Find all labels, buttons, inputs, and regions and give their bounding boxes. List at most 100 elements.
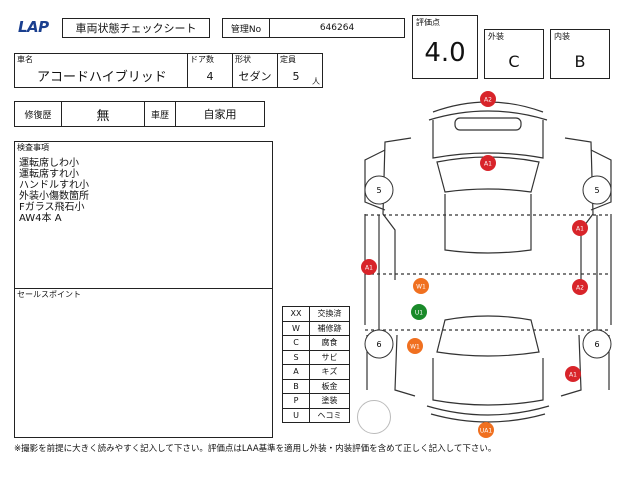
logo-text: LAP <box>18 18 49 36</box>
sheet-title: 車両状態チェックシート <box>62 18 210 38</box>
damage-mark-label: UA1 <box>480 428 492 435</box>
tire-mark: 6 <box>376 340 381 349</box>
damage-mark-label: A1 <box>576 226 584 233</box>
legend-meaning: 交換済 <box>309 306 350 322</box>
tire-front-right <box>582 175 612 205</box>
damage-mark-a2 <box>572 279 588 295</box>
legend-meaning: 補修跡 <box>309 320 350 336</box>
footer-note: ※撮影を前提に大きく読みやすく記入して下さい。評価点はLAA基準を適用し外装・内… <box>14 444 497 454</box>
damage-mark-w1 <box>407 338 423 354</box>
legend-code: C <box>282 335 310 351</box>
exterior-box: 外装 C <box>484 29 544 79</box>
legend-code: B <box>282 378 310 394</box>
legend-meaning: 板金 <box>309 378 350 394</box>
legend-meaning: ヘコミ <box>309 407 350 423</box>
capacity-unit: 人 <box>312 77 320 86</box>
doors-cell: ドア数 4 <box>187 53 233 88</box>
damage-mark-ua1 <box>478 422 494 438</box>
shape-label: 形状 <box>235 55 251 64</box>
inspection-box: 検査事項 運転席しわ小 運転席すれ小 ハンドルすれ小 外装小傷数箇所 Fガラス飛… <box>14 141 273 289</box>
capacity-label: 定員 <box>280 55 296 64</box>
damage-mark-w1 <box>413 278 429 294</box>
damage-mark-a1 <box>565 366 581 382</box>
damage-mark-a2 <box>480 91 496 107</box>
sales-point-label: セールスポイント <box>17 290 81 299</box>
inspection-label: 検査事項 <box>17 143 49 152</box>
legend-meaning: 腐食 <box>309 335 350 351</box>
inspection-line: Fガラス飛石小 <box>19 202 85 213</box>
inspection-list: 運転席しわ小 運転席すれ小 ハンドルすれ小 外装小傷数箇所 Fガラス飛石小 AW… <box>19 158 89 224</box>
sales-point-box: セールスポイント <box>14 288 273 438</box>
doors-value: 4 <box>206 69 214 83</box>
interior-value: B <box>574 51 586 71</box>
tire-front-left <box>364 175 394 205</box>
management-no-value: 646264 <box>269 18 405 38</box>
capacity-cell: 定員 5 人 <box>277 53 323 88</box>
legend-code: W <box>282 320 310 336</box>
doors-label: ドア数 <box>190 55 214 64</box>
rating-label: 評価点 <box>416 18 440 27</box>
inspection-line: ハンドルすれ小 <box>19 180 89 191</box>
damage-mark-a1 <box>480 155 496 171</box>
damage-mark-label: A2 <box>484 97 492 104</box>
legend-code: S <box>282 349 310 365</box>
legend-code: A <box>282 364 310 380</box>
repair-history-value: 無 <box>61 101 145 127</box>
damage-mark-label: A1 <box>365 265 373 272</box>
shape-value: セダン <box>238 70 272 83</box>
management-no-label: 管理No <box>222 18 270 38</box>
legend-code: XX <box>282 306 310 322</box>
repair-history-label: 修復歴 <box>14 101 62 127</box>
damage-mark-a1 <box>361 259 377 275</box>
legend-code: U <box>282 407 310 423</box>
usage-history-label: 車歴 <box>144 101 176 127</box>
rating-value: 4.0 <box>424 38 466 68</box>
damage-mark-label: W1 <box>416 284 426 291</box>
damage-mark-label: A1 <box>484 161 492 168</box>
inspection-line: 外装小傷数箇所 <box>19 191 89 202</box>
inspection-line: AW4本 A <box>19 213 62 224</box>
legend-meaning: 塗装 <box>309 393 350 409</box>
car-name-value: アコードハイブリッド <box>37 70 167 85</box>
legend-code: P <box>282 393 310 409</box>
exterior-label: 外装 <box>488 32 504 41</box>
inspection-line: 運転席しわ小 <box>19 158 79 169</box>
damage-mark-u1 <box>411 304 427 320</box>
interior-box: 内装 B <box>550 29 610 79</box>
capacity-value: 5 <box>292 69 300 83</box>
inspection-line: 運転席すれ小 <box>19 169 79 180</box>
damage-mark-a1 <box>572 220 588 236</box>
stamp-circle <box>357 400 391 434</box>
tire-mark: 5 <box>376 186 381 195</box>
car-name-cell: 車名 アコードハイブリッド <box>14 53 188 88</box>
tire-mark: 6 <box>594 340 599 349</box>
damage-mark-label: U1 <box>415 310 423 317</box>
damage-mark-label: A1 <box>569 372 577 379</box>
damage-mark-label: W1 <box>410 344 420 351</box>
car-name-label: 車名 <box>17 55 33 64</box>
tire-circles <box>364 175 612 359</box>
legend-meaning: キズ <box>309 364 350 380</box>
shape-cell: 形状 セダン <box>232 53 278 88</box>
interior-label: 内装 <box>554 32 570 41</box>
tire-rear-right <box>582 329 612 359</box>
legend-meaning: サビ <box>309 349 350 365</box>
tire-rear-left <box>364 329 394 359</box>
tire-mark: 5 <box>594 186 599 195</box>
exterior-value: C <box>508 51 520 71</box>
rating-box: 評価点 4.0 <box>412 15 478 79</box>
damage-mark-label: A2 <box>576 285 584 292</box>
logo: LAP <box>18 18 58 36</box>
usage-history-value: 自家用 <box>175 101 265 127</box>
